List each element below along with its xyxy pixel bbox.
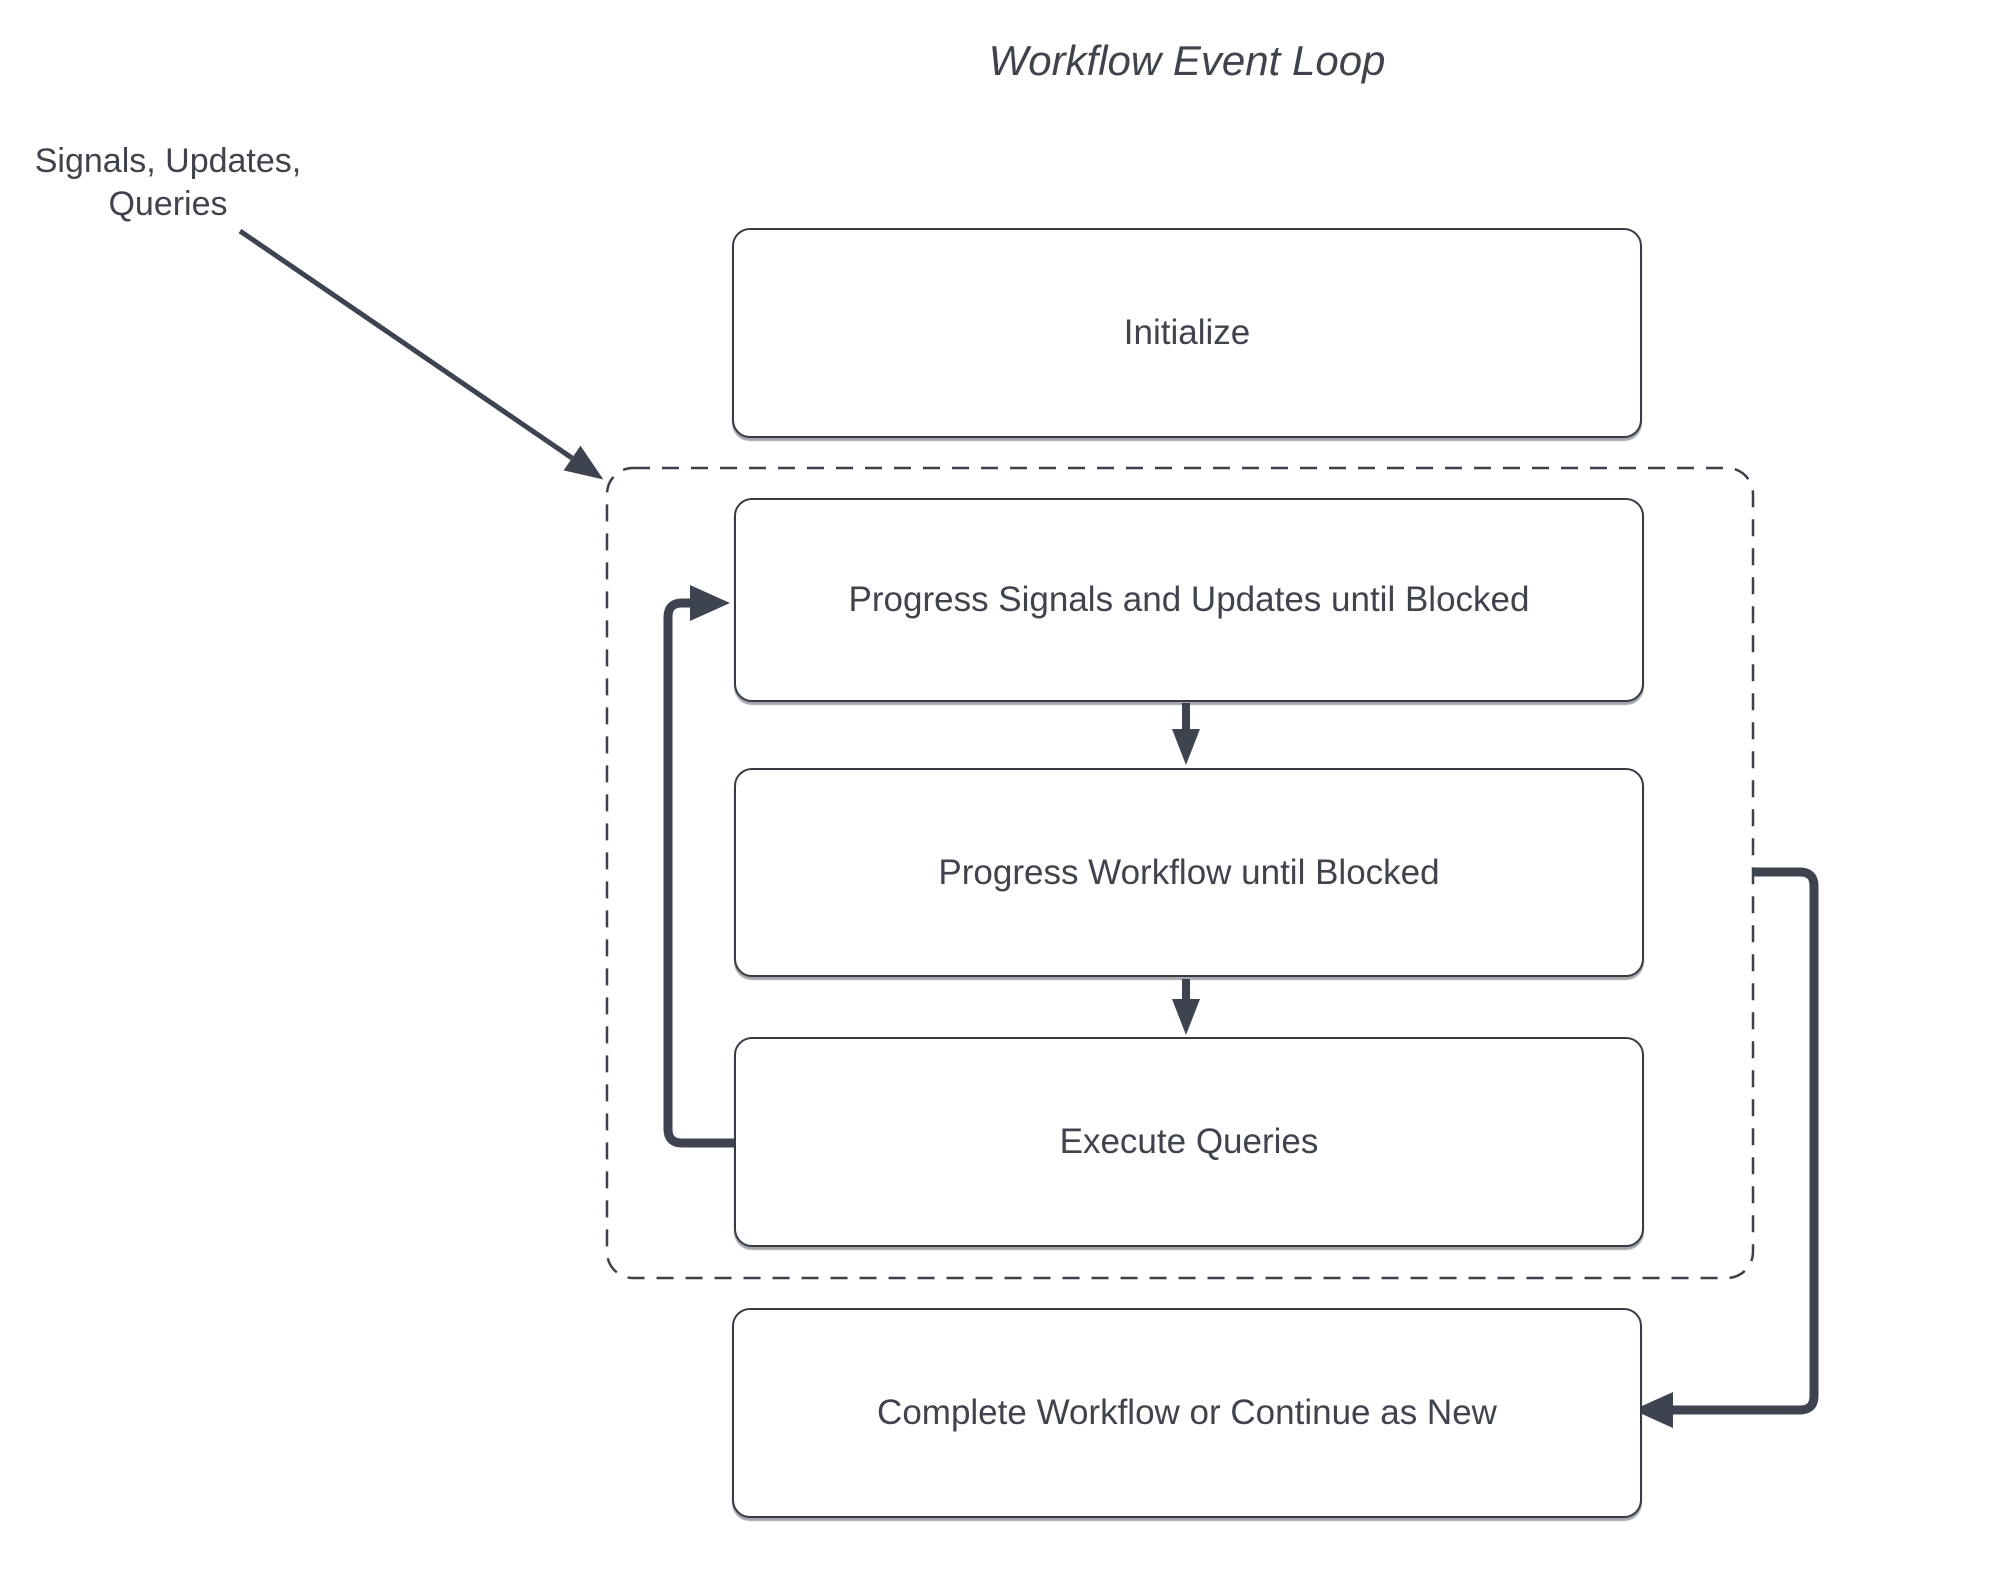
node-complete-workflow-label: Complete Workflow or Continue as New (877, 1393, 1497, 1432)
node-progress-signals: Progress Signals and Updates until Block… (734, 498, 1644, 702)
node-initialize: Initialize (732, 228, 1642, 438)
node-progress-signals-label: Progress Signals and Updates until Block… (848, 580, 1530, 619)
node-progress-workflow-label: Progress Workflow until Blocked (938, 852, 1440, 892)
edge-queries-loop-back (663, 585, 734, 1148)
node-initialize-label: Initialize (1123, 313, 1251, 352)
edge-inputs-to-group (238, 228, 604, 480)
node-execute-queries: Execute Queries (734, 1037, 1644, 1247)
node-progress-workflow: Progress Workflow until Blocked (734, 768, 1644, 977)
inputs-annotation: Signals, Updates, Queries (34, 142, 302, 223)
node-execute-queries-label: Execute Queries (1059, 1122, 1319, 1161)
edge-group-to-complete (1633, 867, 1819, 1428)
diagram-title: Workflow Event Loop (988, 37, 1386, 84)
node-complete-workflow: Complete Workflow or Continue as New (732, 1308, 1642, 1518)
